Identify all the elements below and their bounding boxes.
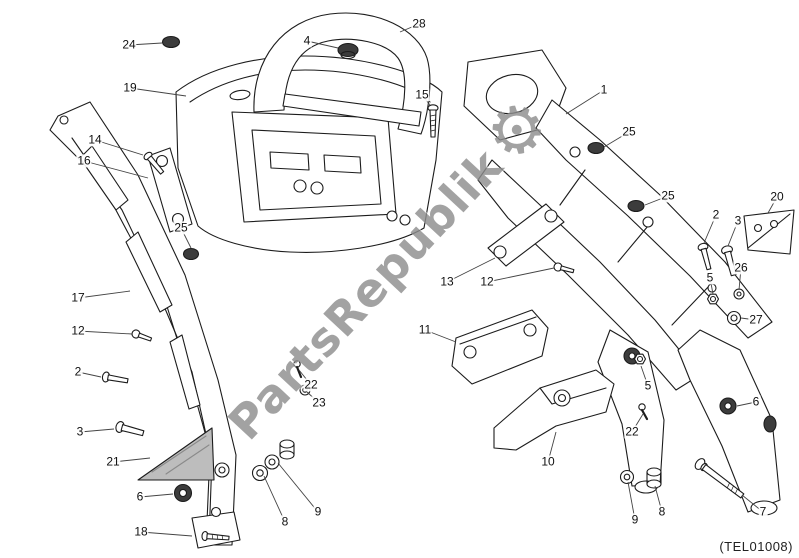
screw-14 [143, 151, 165, 175]
bolt-2-left [101, 371, 129, 384]
cap-25-a [587, 141, 605, 155]
cap-25-c [182, 247, 200, 261]
part-bracket-gusset [743, 209, 795, 255]
screw-15 [427, 104, 439, 138]
cap-4 [337, 42, 359, 60]
spacer-set-left [251, 439, 295, 482]
diagram-code: (TEL01008) [719, 539, 793, 554]
part-bracket-center [451, 309, 549, 385]
part-stay-right [487, 203, 565, 267]
part-bracket-lower [493, 369, 615, 451]
stud-22-center [293, 360, 303, 379]
cap-25-b [627, 199, 645, 213]
washer-27 [726, 310, 742, 326]
grommet-6-right [719, 397, 737, 415]
bolt-2-right [697, 242, 712, 271]
stud-22-right [638, 403, 649, 421]
bolt-3-left [115, 421, 145, 437]
spacer-set-right [619, 467, 662, 489]
nut-5-right [706, 293, 720, 305]
part-frame-left [49, 101, 241, 549]
nut-5-center [633, 353, 647, 365]
grommet-6-left [173, 483, 193, 503]
part-rack-tray [175, 55, 443, 253]
plug-cap-24 [161, 35, 181, 49]
part-plate-triangle [137, 427, 215, 481]
screw-18 [201, 530, 230, 542]
washer-26 [733, 288, 745, 300]
bolt-12-center [553, 262, 575, 274]
bolt-12-left [131, 329, 153, 342]
washer-23 [299, 384, 311, 396]
bolt-7 [694, 458, 745, 499]
